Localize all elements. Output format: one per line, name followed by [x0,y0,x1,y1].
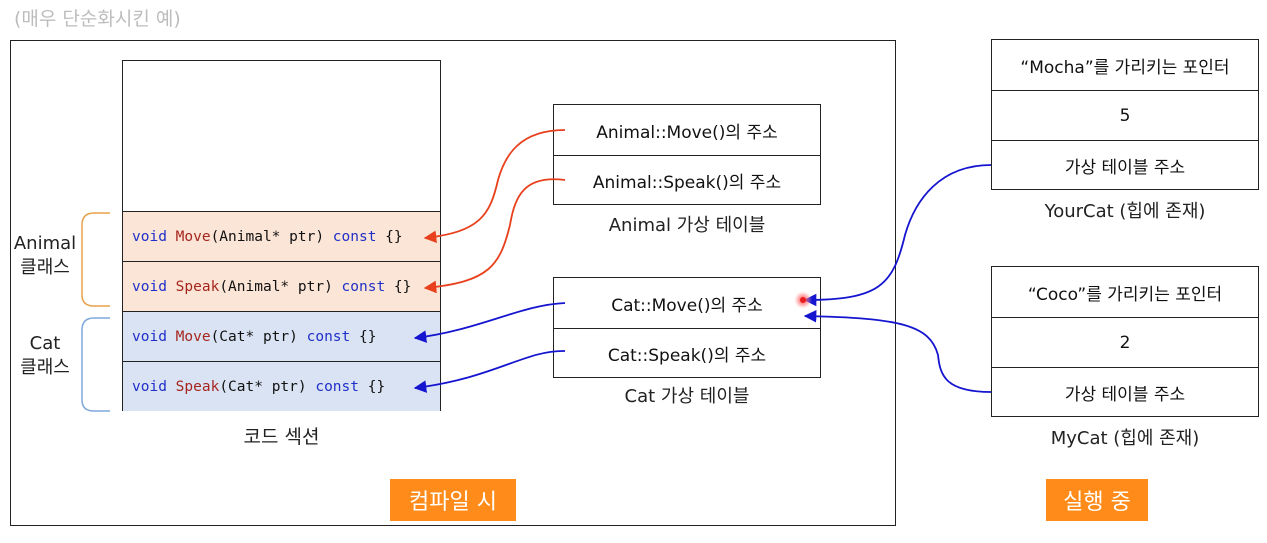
yourcat-age-value: 5 [992,90,1258,140]
animal-vtable-caption: Animal 가상 테이블 [608,215,766,236]
cat-speak-pointer-arrow [413,350,566,393]
compile-time-badge: 컴파일 시 [390,479,516,521]
cat-vtable-entry: Cat::Move()의 주소 [611,295,763,316]
cat-vtable: Cat::Move()의 주소 Cat::Speak()의 주소 [553,277,821,378]
animal-speak-pointer-arrow [423,178,566,294]
animal-vtable-entry: Animal::Move()의 주소 [596,122,778,143]
mycat-object: “Coco”를 가리키는 포인터 2 가상 테이블 주소 [991,266,1259,417]
code-section: void Move(Animal* ptr) const {} void Spe… [122,60,441,411]
cat-class-bracket [81,317,110,412]
code-section-caption: 코드 섹션 [243,426,320,448]
cat-vtable-caption: Cat 가상 테이블 [624,386,750,407]
mycat-vtable-pointer: 가상 테이블 주소 [992,367,1258,417]
animal-vtable-entry: Animal::Speak()의 주소 [554,155,820,205]
compile-time-frame [10,40,896,526]
yourcat-vtable-pointer: 가상 테이블 주소 [992,140,1258,190]
yourcat-caption: YourCat (힙에 존재) [1044,201,1206,222]
note-text: (매우 단순화시킨 예) [14,8,181,30]
mycat-age-value: 2 [992,317,1258,367]
animal-class-bracket [81,212,110,307]
code-row-cat-move: void Move(Cat* ptr) const {} [123,311,440,361]
code-row-animal-speak: void Speak(Animal* ptr) const {} [123,261,440,311]
animal-move-pointer-arrow [423,129,566,244]
cat-vtable-entry: Cat::Speak()의 주소 [554,328,820,378]
animal-vtable: Animal::Move()의 주소 Animal::Speak()의 주소 [553,104,821,205]
yourcat-vtable-arrow [803,164,992,307]
mycat-name-pointer: “Coco”를 가리키는 포인터 [1027,284,1223,305]
yourcat-name-pointer: “Mocha”를 가리키는 포인터 [1020,57,1230,78]
code-row-animal-move: void Move(Animal* ptr) const {} [123,211,440,261]
code-row-cat-speak: void Speak(Cat* ptr) const {} [123,361,440,411]
cat-move-pointer-arrow [413,302,566,343]
yourcat-object: “Mocha”를 가리키는 포인터 5 가상 테이블 주소 [991,39,1259,190]
mycat-caption: MyCat (힙에 존재) [1050,428,1200,449]
runtime-badge: 실행 중 [1046,479,1148,521]
mycat-vtable-arrow [803,309,992,393]
